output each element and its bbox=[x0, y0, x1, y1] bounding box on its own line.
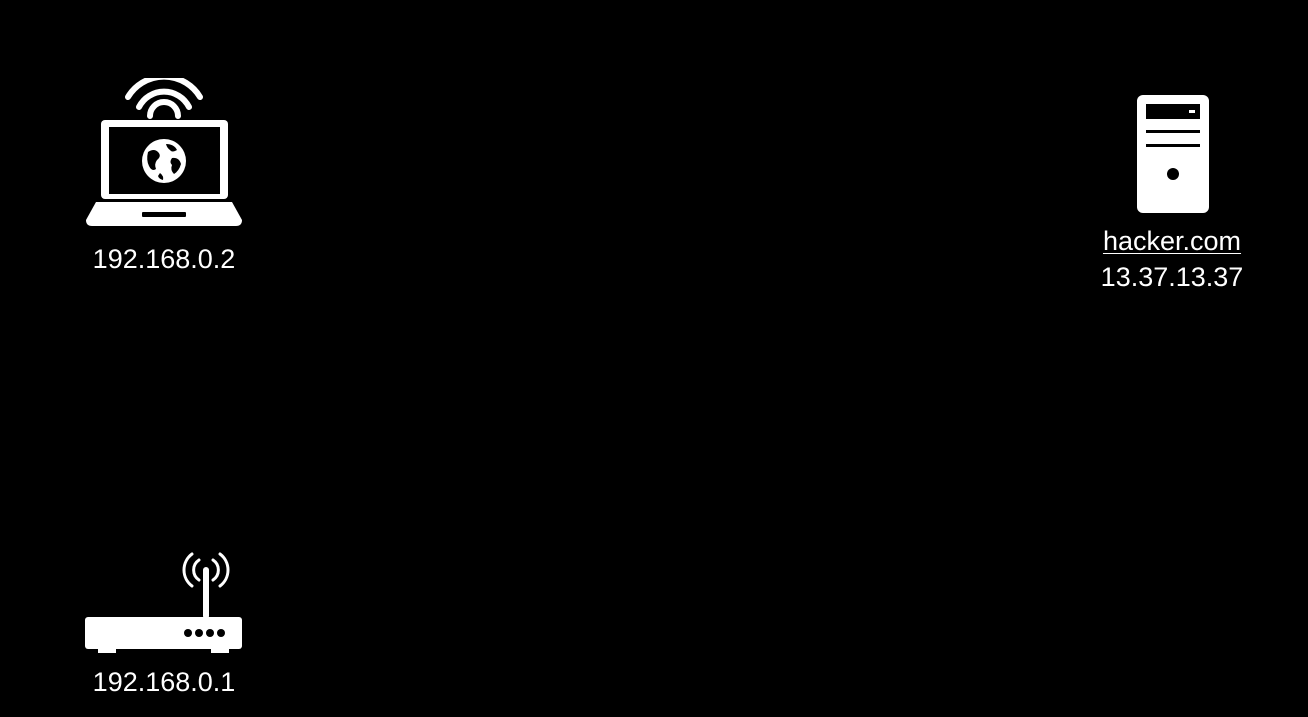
server-tower-icon bbox=[1137, 95, 1209, 213]
laptop-ip-label: 192.168.0.2 bbox=[92, 244, 236, 274]
router-node bbox=[84, 550, 244, 656]
server-ip-label: 13.37.13.37 bbox=[1100, 262, 1244, 292]
laptop-node bbox=[84, 78, 244, 230]
wifi-router-icon bbox=[85, 552, 242, 653]
router-ip-label: 192.168.0.1 bbox=[92, 667, 236, 697]
server-node bbox=[1137, 95, 1209, 214]
laptop-wifi-globe-icon bbox=[86, 78, 242, 226]
server-hostname-link[interactable]: hacker.com bbox=[1102, 226, 1242, 256]
